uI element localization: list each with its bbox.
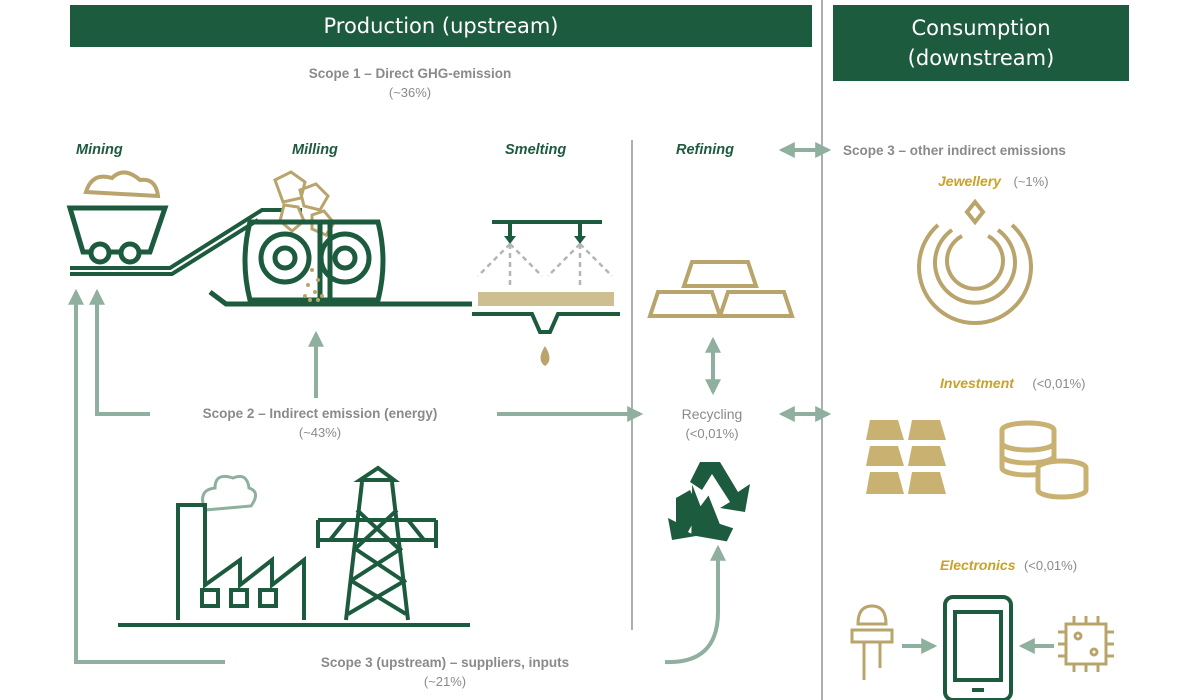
led-icon: [850, 604, 894, 680]
use-electronics: Electronics (<0,01%): [940, 557, 1077, 575]
scope1-share: (~36%): [388, 85, 432, 100]
scope3-arrow-to-recycling: [664, 544, 726, 665]
production-banner-title: Production (upstream): [323, 14, 559, 38]
recycling-share: (<0,01%): [685, 426, 739, 441]
use-jewellery: Jewellery (~1%): [938, 173, 1049, 191]
recycling-block: Recycling (<0,01%): [650, 406, 774, 441]
consumption-banner-line1: Consumption: [911, 16, 1051, 40]
jewellery-share: (~1%): [1013, 174, 1049, 189]
recycling-label: Recycling: [681, 406, 743, 422]
scope1-block: Scope 1 – Direct GHG-emission (~36%): [260, 66, 560, 100]
production-banner: Production (upstream): [70, 5, 812, 47]
scope3-upstream-share: (~21%): [423, 674, 467, 689]
scope3-upstream-title: Scope 3 (upstream) – suppliers, inputs: [320, 655, 570, 670]
jewellery-label: Jewellery: [938, 173, 1002, 189]
smartphone-icon: [943, 595, 1013, 700]
scope2-block: Scope 2 – Indirect emission (energy) (~4…: [150, 406, 490, 440]
scope3-upstream-block: Scope 3 (upstream) – suppliers, inputs (…: [240, 655, 650, 689]
investment-share: (<0,01%): [1032, 376, 1086, 391]
coins-icon: [999, 420, 1089, 500]
flow-arrows: [68, 142, 1054, 665]
recycle-icon: [668, 462, 750, 542]
electronics-label: Electronics: [940, 557, 1016, 573]
stage-label-milling: Milling: [292, 142, 338, 158]
roller-mill-icon: [208, 170, 472, 307]
milled-ore-particles: [303, 268, 324, 302]
mine-cart-icon: [66, 170, 169, 265]
electronics-share: (<0,01%): [1023, 558, 1078, 573]
gold-bars-icon: [647, 260, 795, 318]
investment-label: Investment: [940, 375, 1014, 391]
consumption-banner: Consumption (downstream): [833, 5, 1129, 81]
consumption-banner-line2: (downstream): [907, 46, 1055, 70]
scope3-arrow-to-mining: [68, 288, 225, 664]
power-pylon-icon: [316, 465, 438, 621]
scope2-share: (~43%): [298, 425, 342, 440]
bullion-icon: [866, 420, 946, 494]
chip-icon: [1058, 616, 1114, 672]
stage-label-mining: Mining: [76, 142, 123, 158]
scope3-other-label: Scope 3 – other indirect emissions: [843, 143, 1066, 158]
scope2-title: Scope 2 – Indirect emission (energy): [202, 406, 438, 421]
stage-label-refining: Refining: [676, 142, 734, 158]
smelting-furnace-icon: [472, 220, 620, 366]
scope2-arrow-to-mining: [89, 288, 150, 416]
use-investment: Investment (<0,01%): [940, 375, 1086, 393]
scope1-title: Scope 1 – Direct GHG-emission: [308, 66, 512, 81]
factory-icon: [118, 474, 470, 627]
ring-icon: [917, 198, 1033, 326]
stage-label-smelting: Smelting: [505, 142, 567, 158]
